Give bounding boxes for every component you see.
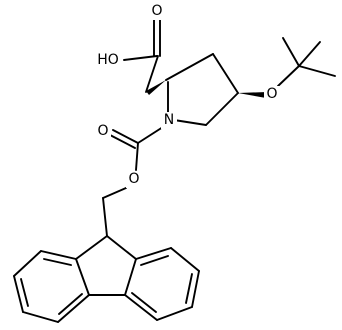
bond-ether-oxygen-to-quaternary-carbon: [277, 65, 300, 87]
atom-label-ether-oxygen: O: [264, 86, 280, 103]
atom-label-carboxyl-hydroxyl: HO: [94, 52, 123, 69]
bond-right-ring-c5-c4a: [124, 294, 158, 321]
bond-carboxyl-to-hydroxyl: [123, 55, 158, 61]
bond-right-ring-inner-c7-c6: [185, 273, 193, 304]
bond-right-ring-inner-c5-c4a: [131, 292, 157, 313]
bond-left-ring-inner-c4-c4b: [58, 293, 83, 315]
bond-left-ring-c2-c3: [13, 275, 24, 313]
atom-label-text: O: [128, 171, 139, 187]
bond-right-ring-c4a-c8a: [124, 258, 137, 296]
atom-label-text: O: [266, 86, 277, 102]
bond-quaternary-carbon-to-methyl-top-left: [282, 37, 300, 67]
stereo-wedge-c4-ether: [238, 92, 267, 98]
bond-right-ring-c8-c7: [170, 247, 200, 272]
bond-right-ring-c7-c6: [191, 270, 200, 308]
bond-c5-to-nitrogen: [173, 119, 207, 126]
bond-right-ring-inner-c8a-c8: [140, 255, 169, 266]
bond-left-ring-c4-c4b: [57, 294, 90, 323]
bond-alpha-carbon-to-c3: [165, 53, 214, 81]
bond-c9-to-c8a: [106, 235, 137, 260]
stereo-wedge-alpha-carbon: [146, 80, 166, 95]
bond-quaternary-carbon-to-methyl-top-right: [298, 41, 321, 67]
bond-c9-to-c9a: [75, 235, 108, 260]
fluorene-ring-system: [13, 235, 200, 323]
atom-label-carboxyl-oxygen-double: O: [149, 3, 165, 20]
bond-quaternary-carbon-to-methyl-right: [298, 65, 336, 77]
bond-carbamate-double-a: [112, 129, 139, 144]
bond-left-ring-c9a-c1: [40, 250, 77, 260]
bond-left-ring-c3-c4: [22, 311, 59, 323]
bond-right-ring-c6-c5: [156, 306, 193, 321]
bond-left-ring-inner-c2-c3: [20, 278, 29, 307]
tert-butoxy-group: [277, 37, 336, 87]
pyrrolidine-ring: [165, 53, 239, 126]
bond-c4-to-c5: [205, 92, 239, 126]
bond-left-ring-c4b-c9a: [75, 258, 90, 296]
atom-label-text: O: [97, 123, 108, 139]
atom-label-text: O: [151, 3, 162, 19]
bond-carbonyl-carbon-to-ester-oxygen: [135, 142, 139, 171]
bond-alpha-carbon-to-carboxyl: [145, 55, 159, 93]
fmoc-carbamate-group: [102, 126, 164, 237]
bond-right-ring-c8a-c8: [135, 247, 172, 260]
bond-c3-to-c4: [212, 53, 239, 94]
bond-nitrogen-to-carbonyl-carbon: [137, 126, 164, 144]
atom-label-text: N: [164, 112, 174, 128]
bond-ester-oxygen-to-methylene: [102, 187, 127, 199]
bond-left-ring-c1-c2: [13, 250, 42, 277]
bond-methylene-to-fluorenyl-c9: [102, 197, 108, 237]
atom-label-carbamate-oxygen-double: O: [95, 123, 111, 140]
atom-label-ring-nitrogen: N: [161, 112, 177, 129]
atom-label-carbamate-oxygen-single: O: [126, 171, 142, 188]
atom-label-text: HO: [97, 52, 119, 68]
carboxylic-acid-group: [123, 13, 161, 93]
bond-carbamate-double-b: [109, 134, 136, 149]
bond-left-ring-inner-c9a-c1: [43, 258, 72, 266]
